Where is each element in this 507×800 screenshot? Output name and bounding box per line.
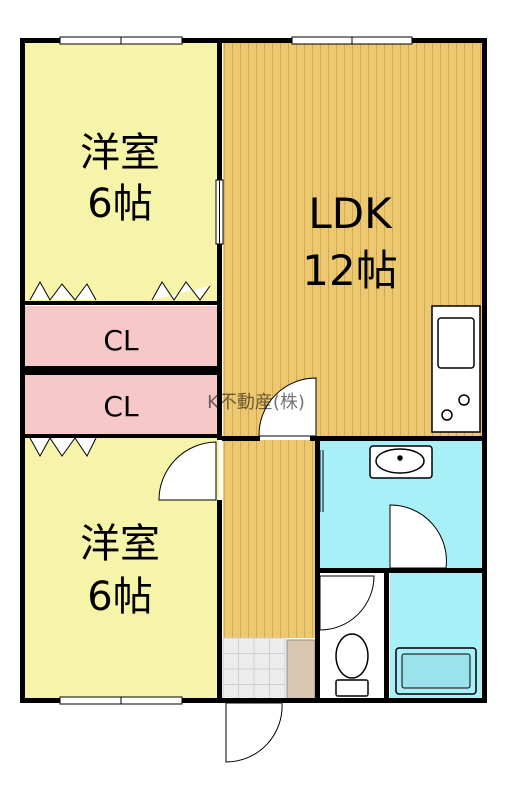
toilet-icon: [335, 633, 369, 697]
western-bottom-name: 洋室: [80, 521, 160, 567]
walls: [20, 38, 487, 703]
washbasin-icon: [369, 445, 433, 479]
kitchen-counter: [431, 305, 481, 433]
hallway: [223, 440, 315, 638]
entrance-tiles: [222, 637, 286, 701]
watermark: K不動産(株): [207, 392, 305, 413]
ldk-size: 12帖: [302, 246, 397, 295]
ldk-name: LDK: [308, 189, 393, 238]
closet-folding-door-top: [29, 280, 211, 301]
bathtub-icon: [395, 647, 477, 695]
closet-bottom: [24, 372, 219, 434]
door-swings: [158, 377, 447, 763]
western-bottom-size: 6帖: [87, 574, 152, 620]
closet-folding-door-bottom: [29, 437, 97, 458]
western-top-name: 洋室: [80, 130, 160, 176]
sliding-door: [319, 450, 324, 512]
western-room-top: [24, 42, 219, 304]
kitchen-sink-icon: [437, 317, 475, 369]
closet-top-label: CL: [103, 324, 139, 357]
shoe-box: [286, 639, 316, 701]
windows: [59, 36, 413, 705]
western-top-size: 6帖: [87, 181, 152, 227]
closet-top: [24, 306, 219, 368]
closet-bottom-label: CL: [103, 390, 139, 423]
